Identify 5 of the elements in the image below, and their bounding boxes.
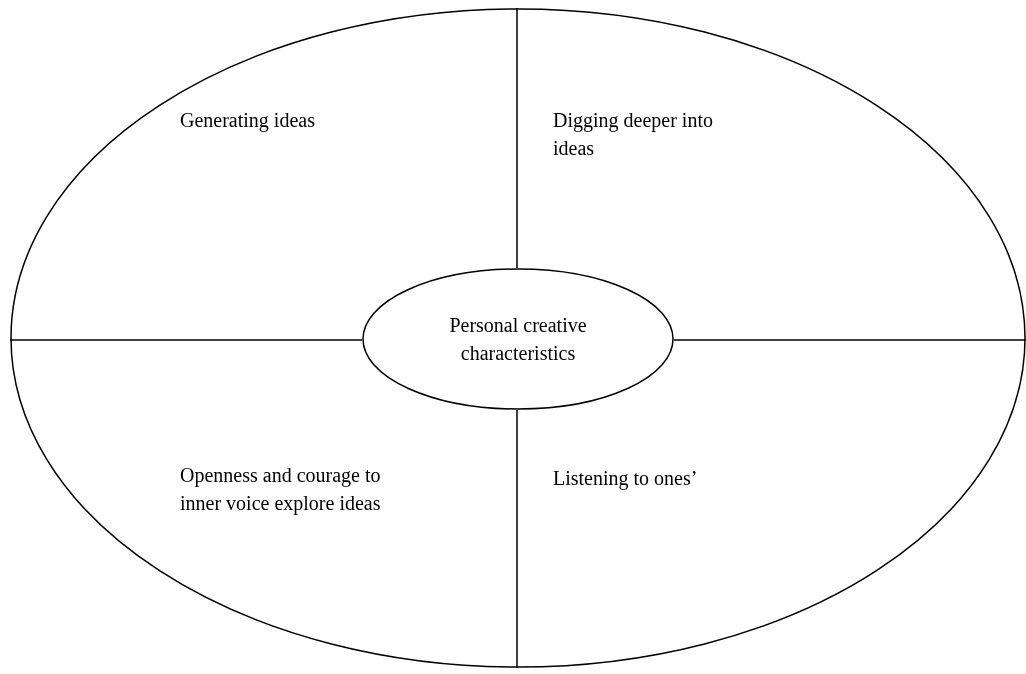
quadrant-label: Listening to ones’ bbox=[553, 466, 699, 492]
quadrant-label: Digging deeper into ideas bbox=[553, 108, 714, 161]
center-label: Personal creative characteristics bbox=[448, 313, 588, 366]
quadrant-label: Openness and courage to inner voice explore ideas bbox=[180, 463, 382, 517]
quadrant-label: Generating ideas bbox=[180, 108, 316, 134]
